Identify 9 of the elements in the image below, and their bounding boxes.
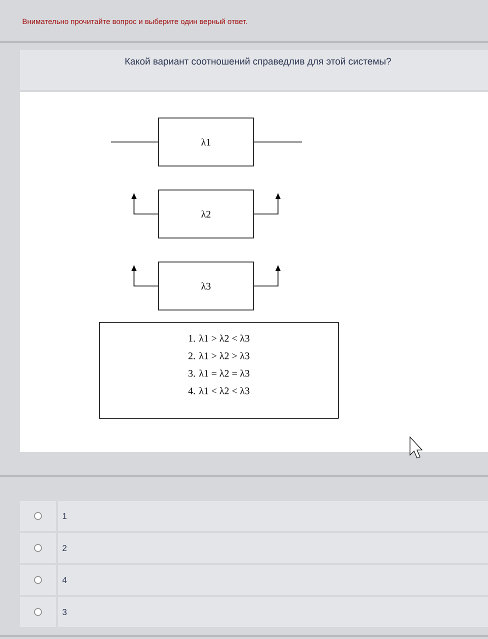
- answer-option: 4: [58, 565, 488, 595]
- block-box: λ3: [158, 262, 254, 310]
- answer-option: 2: [58, 533, 488, 563]
- answer-option: 1: [58, 501, 488, 531]
- answer-list-box: 1. λ1 > λ2 < λ3 2. λ1 > λ2 > λ3 3. λ1 = λ2 = λ3 4. λ1 < λ2 < λ3: [99, 322, 339, 419]
- block-box: λ1: [158, 118, 254, 166]
- answer-option: 3: [58, 597, 488, 627]
- block-box: λ2: [158, 190, 254, 238]
- question-header: Какой вариант соотношений справедлив для этой системы?: [20, 50, 488, 90]
